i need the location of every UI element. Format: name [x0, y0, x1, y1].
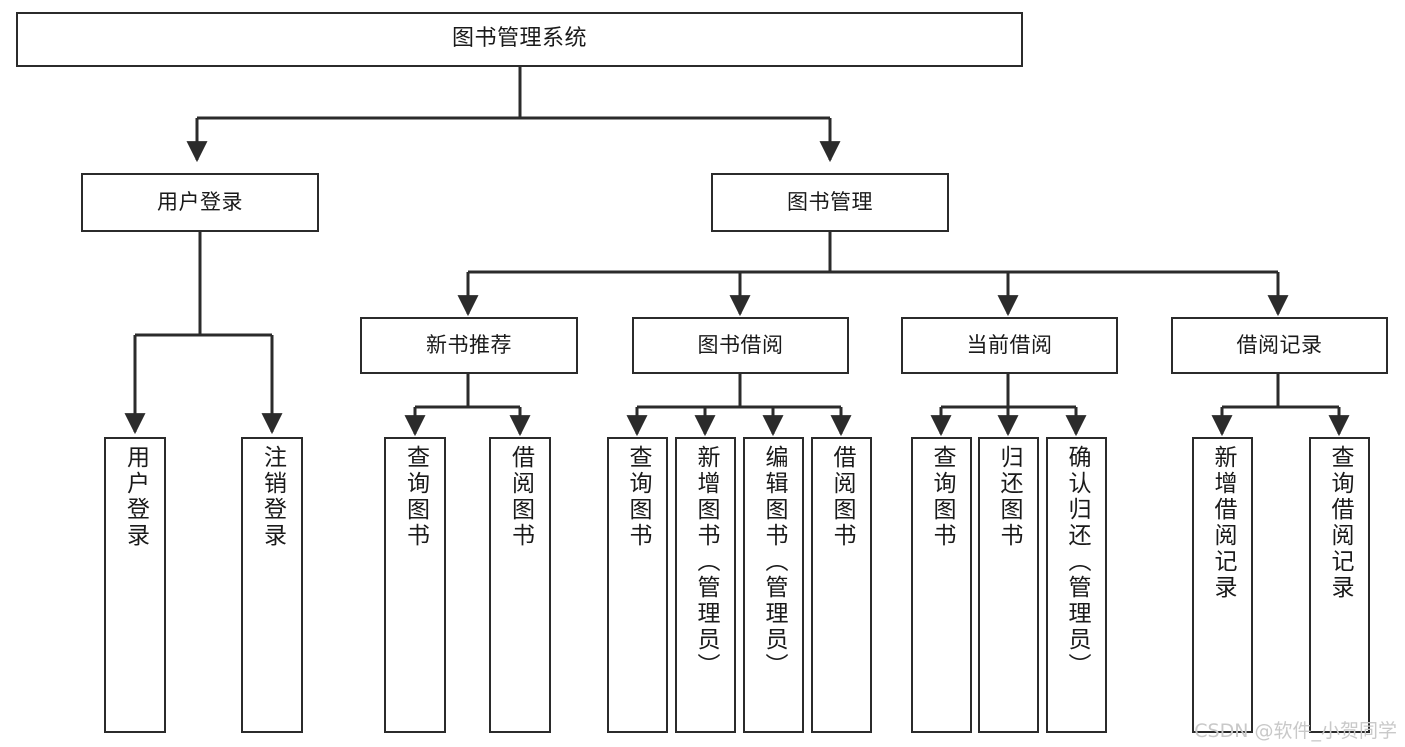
node-label: 查询图书: [402, 445, 429, 549]
node-label: 确认归还（管理员）: [1064, 445, 1090, 679]
leaf-borrow-books-new[interactable]: 借阅图书: [489, 437, 551, 733]
node-label: 图书管理: [787, 189, 873, 214]
node-label: 用户登录: [157, 189, 243, 214]
node-book-management[interactable]: 图书管理: [711, 173, 949, 232]
node-label: 借阅图书: [507, 445, 534, 549]
node-label: 用户登录: [122, 445, 149, 549]
leaf-query-books-new[interactable]: 查询图书: [384, 437, 446, 733]
node-label: 新增图书（管理员）: [693, 445, 719, 679]
leaf-edit-book-admin[interactable]: 编辑图书（管理员）: [743, 437, 804, 733]
node-label: 新增借阅记录: [1210, 445, 1236, 601]
node-label: 注销登录: [259, 445, 286, 549]
leaf-query-books-current[interactable]: 查询图书: [911, 437, 972, 733]
leaf-return-books[interactable]: 归还图书: [978, 437, 1039, 733]
node-label: 借阅记录: [1236, 332, 1323, 357]
leaf-add-book-admin[interactable]: 新增图书（管理员）: [675, 437, 736, 733]
leaf-query-books-borrow[interactable]: 查询图书: [607, 437, 668, 733]
node-borrow-records[interactable]: 借阅记录: [1171, 317, 1388, 374]
leaf-logout[interactable]: 注销登录: [241, 437, 303, 733]
leaf-user-login[interactable]: 用户登录: [104, 437, 166, 733]
leaf-query-borrow-record[interactable]: 查询借阅记录: [1309, 437, 1370, 733]
node-label: 查询图书: [625, 445, 651, 549]
watermark: CSDN @软件_小贺同学: [1194, 720, 1397, 742]
node-label: 查询借阅记录: [1327, 445, 1353, 601]
leaf-borrow-books[interactable]: 借阅图书: [811, 437, 872, 733]
node-label: 当前借阅: [966, 332, 1053, 357]
node-book-borrowing[interactable]: 图书借阅: [632, 317, 849, 374]
node-new-book-recommendation[interactable]: 新书推荐: [360, 317, 578, 374]
leaf-confirm-return-admin[interactable]: 确认归还（管理员）: [1046, 437, 1107, 733]
node-label: 借阅图书: [829, 445, 855, 549]
node-label: 图书借阅: [697, 332, 784, 357]
leaf-add-borrow-record[interactable]: 新增借阅记录: [1192, 437, 1253, 733]
node-current-borrowing[interactable]: 当前借阅: [901, 317, 1118, 374]
node-user-login[interactable]: 用户登录: [81, 173, 319, 232]
node-label: 归还图书: [996, 445, 1022, 549]
node-label: 图书管理系统: [451, 26, 587, 52]
node-book-management-system[interactable]: 图书管理系统: [16, 12, 1023, 67]
node-label: 查询图书: [929, 445, 955, 549]
node-label: 新书推荐: [426, 332, 512, 357]
node-label: 编辑图书（管理员）: [761, 445, 787, 679]
